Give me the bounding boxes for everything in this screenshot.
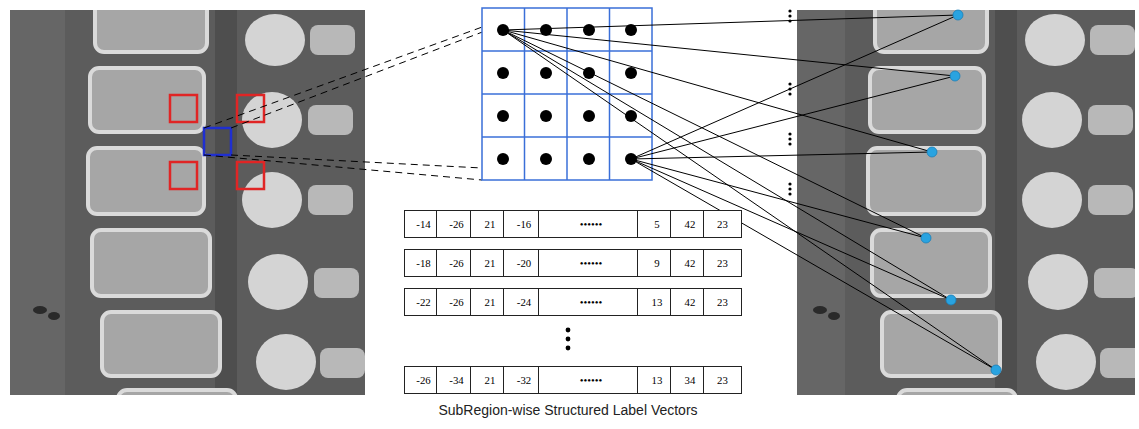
table-cell: 23 [703,366,742,394]
figure-caption: SubRegion-wise Structured Label Vectors [438,402,697,418]
grid-dot [625,24,637,36]
ellipsis-dot [788,137,791,140]
mapping-line [631,159,926,238]
grid-dot [625,110,637,122]
landmark-dot [991,365,1001,375]
red-subregion [237,95,264,122]
grid-dot [583,67,595,79]
mapping-line [503,30,955,76]
ct-image-left [10,10,365,395]
mapping-line [631,15,958,159]
mapping-line [631,152,932,159]
ellipsis-dot [788,142,791,145]
grid-frame [482,8,652,180]
ellipsis-dot [788,132,791,135]
landmark-dot [921,233,931,243]
grid-line [482,93,652,95]
grid-dot [583,24,595,36]
table-cell: •••••• [538,366,644,394]
grid-dot [540,24,552,36]
ellipsis-dot [788,182,791,185]
ellipsis-dot [788,9,791,12]
red-subregion [170,162,197,189]
table-cell: 23 [703,288,742,316]
mapping-line [631,159,996,370]
ellipsis-dot [566,346,571,351]
landmark-dot [946,295,956,305]
zoom-line [204,155,482,180]
grid-dot [497,153,509,165]
mapping-line [503,30,951,300]
ellipsis-dot [788,192,791,195]
zoom-line [204,22,496,128]
table-cell: 23 [703,210,742,238]
landmark-dot [950,71,960,81]
mapping-line [503,30,932,152]
zoom-line [231,155,482,168]
table-cell: •••••• [538,249,644,277]
grid-dot [540,153,552,165]
grid-dot [583,110,595,122]
grid-dot [625,67,637,79]
ellipsis-dot [566,328,571,333]
mapping-line [503,30,996,370]
ellipsis-dot [788,82,791,85]
grid-dot [540,67,552,79]
ct-image-right [797,10,1135,395]
mapping-line [631,76,955,159]
blue-subregion [204,128,231,155]
ellipsis-dot [566,337,571,342]
mapping-line [631,159,951,300]
grid-dot [497,24,509,36]
landmark-dot [927,147,937,157]
ellipsis-dot [788,19,791,22]
grid-line [482,50,652,52]
grid-dot [625,153,637,165]
table-cell: 23 [703,249,742,277]
grid-dot [583,153,595,165]
red-subregion [237,162,264,189]
landmark-dot [953,10,963,20]
grid-dot [497,110,509,122]
ellipsis-dot [788,14,791,17]
table-cell: •••••• [538,210,644,238]
ellipsis-dot [788,92,791,95]
mapping-line [503,15,958,30]
red-subregion [170,95,197,122]
ellipsis-dot [788,87,791,90]
table-cell: •••••• [538,288,644,316]
grid-line [482,136,652,138]
ellipsis-dot [788,187,791,190]
grid-dot [540,110,552,122]
grid-dot [497,67,509,79]
